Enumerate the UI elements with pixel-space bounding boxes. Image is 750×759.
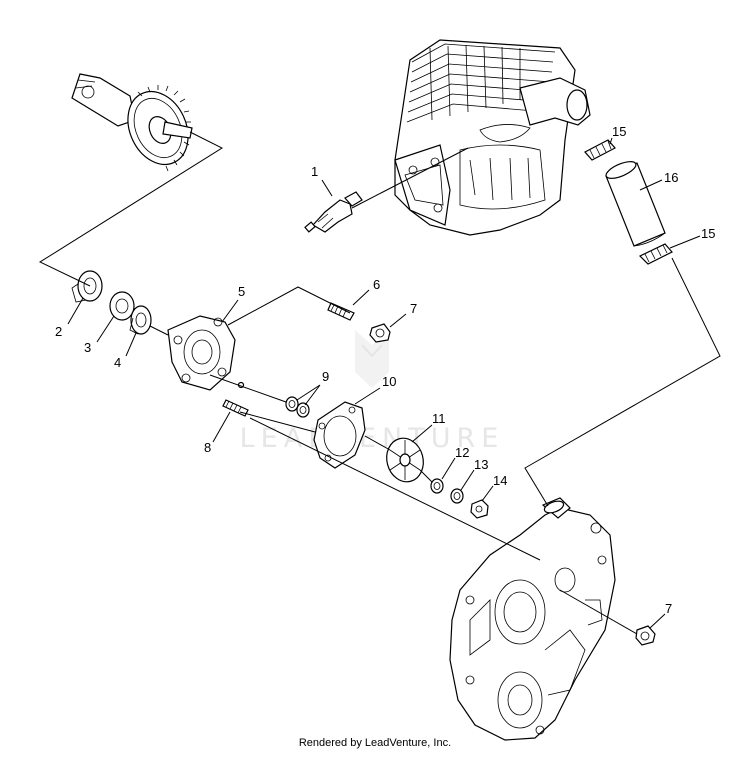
callout-7-upper: 7 (410, 301, 417, 316)
coolant-hose (605, 161, 666, 247)
callout-4: 4 (114, 355, 121, 370)
stud-6 (327, 302, 355, 321)
temperature-sensor (304, 191, 363, 233)
assembly-lines (38, 131, 721, 635)
callout-12: 12 (455, 445, 469, 460)
nut-14 (470, 499, 489, 519)
hose-clamp-lower (638, 243, 673, 265)
callout-labels: 1 2 3 4 5 6 7 8 9 10 11 12 13 14 15 16 1… (55, 124, 715, 616)
impeller-11 (386, 437, 424, 483)
watermark-logo-icon (355, 330, 389, 388)
callout-5: 5 (238, 284, 245, 299)
seal-3 (109, 291, 135, 321)
footer-credit: Rendered by LeadVenture, Inc. (298, 737, 452, 749)
water-pump-gear-shaft (71, 73, 193, 172)
nut-7-lower (635, 625, 656, 646)
cylinder-block (394, 39, 591, 236)
callout-1: 1 (311, 164, 318, 179)
seal-4 (129, 305, 152, 335)
watermark: LEADVENTURE (240, 330, 498, 454)
washer-12 (430, 478, 444, 494)
callout-16: 16 (664, 170, 678, 185)
washers-9 (285, 396, 310, 418)
callout-2: 2 (55, 324, 62, 339)
pump-housing (167, 315, 236, 391)
bearing-2 (71, 270, 103, 303)
callout-7-lower: 7 (665, 601, 672, 616)
callout-15-lower: 15 (701, 226, 715, 241)
callout-9: 9 (322, 369, 329, 384)
nut-7-upper (369, 323, 391, 343)
callout-10: 10 (382, 374, 396, 389)
crankcase (449, 497, 616, 741)
hose-clamp-upper (584, 139, 616, 161)
washer-13 (450, 488, 464, 504)
callout-3: 3 (84, 340, 91, 355)
gasket-10 (313, 401, 366, 469)
callout-14: 14 (493, 473, 507, 488)
callout-leaders (67, 137, 701, 629)
callout-13: 13 (474, 457, 488, 472)
callout-11: 11 (432, 411, 446, 426)
callout-15-upper: 15 (612, 124, 626, 139)
callout-8: 8 (204, 440, 211, 455)
callout-6: 6 (373, 277, 380, 292)
